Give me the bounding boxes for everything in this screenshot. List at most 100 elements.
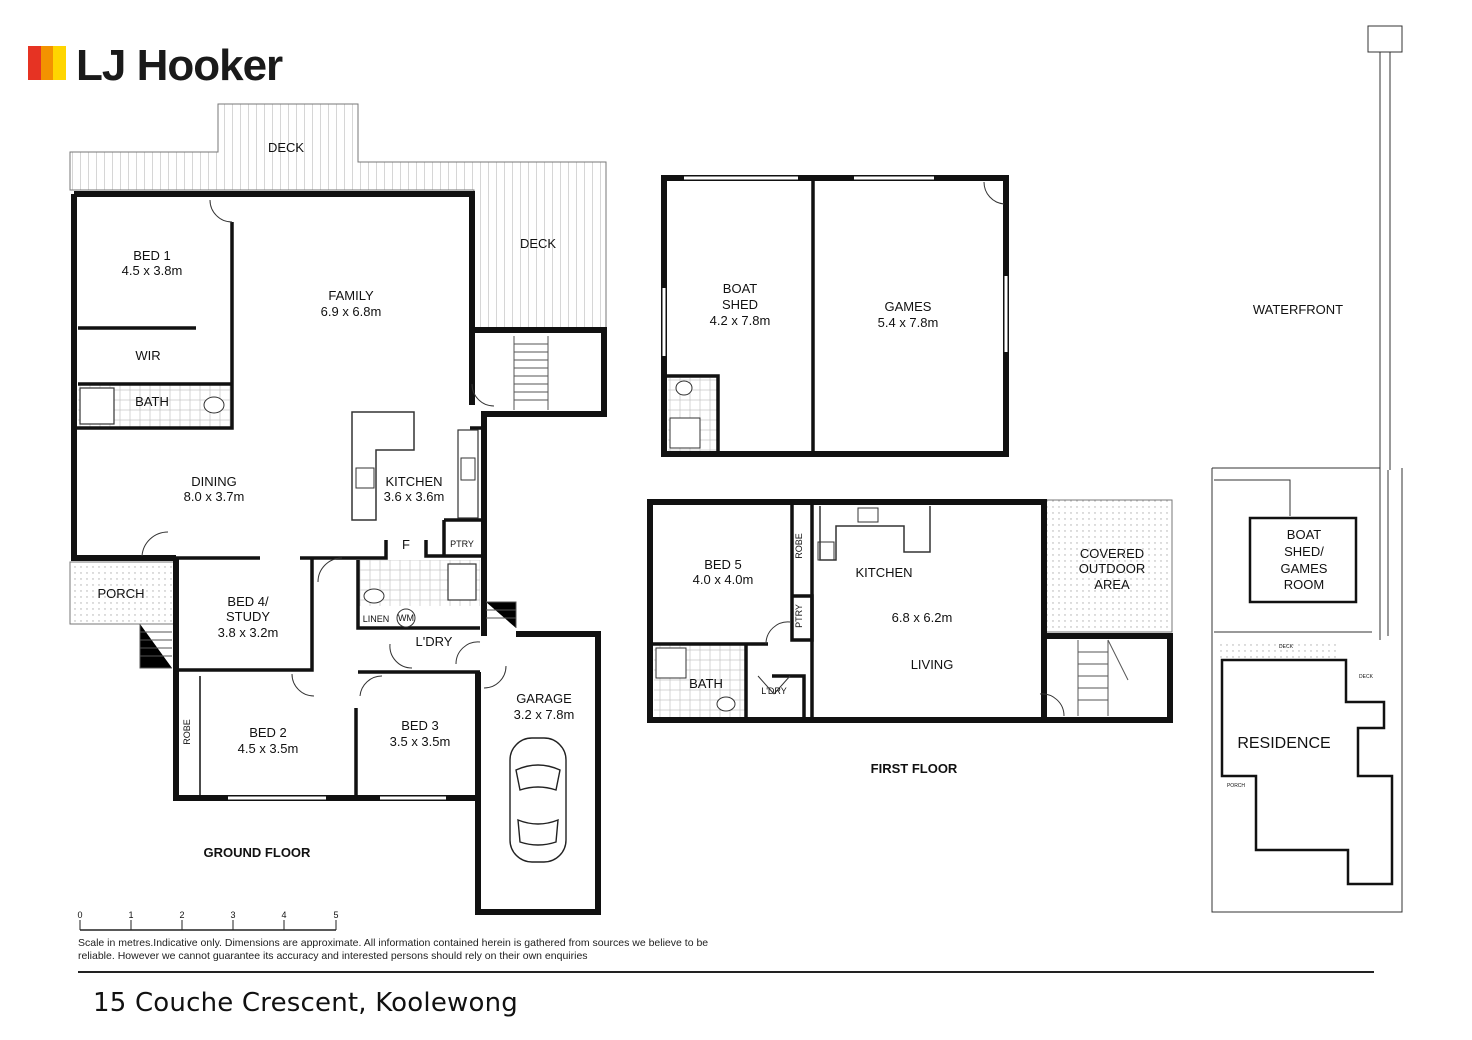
label-robe: ROBE (182, 719, 192, 745)
label-porch: PORCH (98, 586, 145, 601)
label-garage: GARAGE (516, 691, 572, 706)
stairs (139, 336, 549, 669)
wall (71, 194, 176, 561)
wall (74, 222, 234, 430)
scale-tick: 0 (77, 910, 82, 920)
scale-tick: 5 (333, 910, 338, 920)
door-swing (1039, 693, 1065, 717)
porch-area (69, 561, 176, 625)
site-boundary (1211, 467, 1403, 913)
wall (173, 558, 478, 801)
door-swing (765, 621, 791, 645)
shower (655, 647, 687, 679)
label-deck-top: DECK (268, 140, 304, 155)
scale-tick: 1 (128, 910, 133, 920)
label-bed1-size: 4.5 x 3.8m (122, 263, 183, 278)
door-swing (983, 181, 1005, 205)
sink (857, 507, 879, 523)
label-games: GAMES (885, 299, 932, 314)
brand-name: LJ Hooker (76, 41, 283, 90)
first-floor-title: FIRST FLOOR (871, 761, 958, 776)
scale-tick: 3 (230, 910, 235, 920)
site-plan: WATERFRONT BOAT SHED/ GAMES ROOM RESIDEN… (1211, 25, 1403, 913)
label-bed4-size: 3.8 x 3.2m (218, 625, 279, 640)
toilet (675, 380, 693, 396)
sink (460, 457, 476, 481)
logo-stripe-red (28, 46, 41, 80)
door-swing (757, 675, 791, 695)
kitchen-bench (351, 411, 415, 521)
label-boat-shed-size: 4.2 x 7.8m (710, 313, 771, 328)
kitchen-counter (457, 429, 479, 519)
kitchen-bench (819, 506, 931, 561)
logo-stripe-yellow (53, 46, 66, 80)
toilet (716, 696, 736, 712)
label-site-boat: BOAT (1287, 527, 1321, 542)
door-swing (291, 673, 315, 697)
label-wir: WIR (135, 348, 160, 363)
disclaimer-text: Scale in metres.Indicative only. Dimensi… (78, 937, 709, 962)
label-pantry-ff: PTRY (794, 604, 804, 628)
label-bed5: BED 5 (704, 557, 742, 572)
outbuilding: BOAT SHED 4.2 x 7.8m GAMES 5.4 x 7.8m (661, 175, 1009, 457)
label-family-size: 6.9 x 6.8m (321, 304, 382, 319)
label-laundry: L'DRY (416, 634, 453, 649)
door-swing (141, 531, 169, 557)
jetty-end (1367, 25, 1403, 53)
wall (470, 426, 486, 520)
label-linen: LINEN (363, 614, 390, 624)
cooktop (817, 541, 835, 561)
shower (79, 387, 115, 425)
door-swing (483, 665, 507, 689)
label-site-porch: PORCH (1227, 783, 1245, 789)
label-waterfront: WATERFRONT (1253, 302, 1343, 317)
first-floor: BED 5 4.0 x 4.0m ROBE PTRY KITCHEN 6.8 x… (647, 499, 1173, 776)
stairs (1077, 639, 1129, 716)
label-bed2: BED 2 (249, 725, 287, 740)
label-fridge: F (402, 537, 410, 552)
label-laundry-ff: L'DRY (761, 686, 787, 696)
label-garage-size: 3.2 x 7.8m (514, 707, 575, 722)
label-living: LIVING (911, 657, 954, 672)
label-bath-ff: BATH (689, 676, 723, 691)
label-site-deck2: DECK (1359, 674, 1374, 680)
label-games-size: 5.4 x 7.8m (878, 315, 939, 330)
footer-divider (78, 971, 1374, 973)
wall (744, 644, 806, 720)
wall (176, 558, 314, 672)
car-icon (509, 737, 567, 863)
site-deck (1218, 640, 1338, 658)
scale-tick: 4 (281, 910, 286, 920)
boat-shed-outline (1248, 516, 1358, 604)
scale-tick: 2 (179, 910, 184, 920)
door-swing (389, 643, 413, 669)
label-bed3-size: 3.5 x 3.5m (390, 734, 451, 749)
site-line (1379, 470, 1389, 640)
pantry-wall (424, 518, 484, 558)
deck-area (69, 103, 607, 329)
label-residence: RESIDENCE (1237, 735, 1330, 752)
wall (666, 374, 720, 452)
residence-outline (1220, 658, 1394, 886)
label-bed2-size: 4.5 x 3.5m (238, 741, 299, 756)
label-pantry: PTRY (450, 539, 474, 549)
label-area: AREA (1094, 577, 1130, 592)
label-site-shed: SHED/ (1284, 544, 1324, 559)
wall (176, 540, 388, 560)
label-living-size: 6.8 x 6.2m (892, 610, 953, 625)
brand-logo-mark (28, 46, 66, 80)
property-address: 15 Couche Crescent, Koolewong (93, 988, 518, 1018)
label-robe-ff: ROBE (794, 533, 804, 559)
wall (1044, 633, 1173, 723)
window (662, 176, 1008, 356)
label-kitchen-size: 3.6 x 3.6m (384, 489, 445, 504)
door-swing (455, 641, 481, 665)
door-swing (317, 557, 343, 583)
label-bed4: BED 4/ (227, 594, 269, 609)
label-boat: BOAT (723, 281, 757, 296)
ground-floor-title: GROUND FLOOR (204, 845, 311, 860)
cooktop (355, 467, 375, 489)
label-site-games: GAMES (1281, 561, 1328, 576)
label-shed: SHED (722, 297, 758, 312)
